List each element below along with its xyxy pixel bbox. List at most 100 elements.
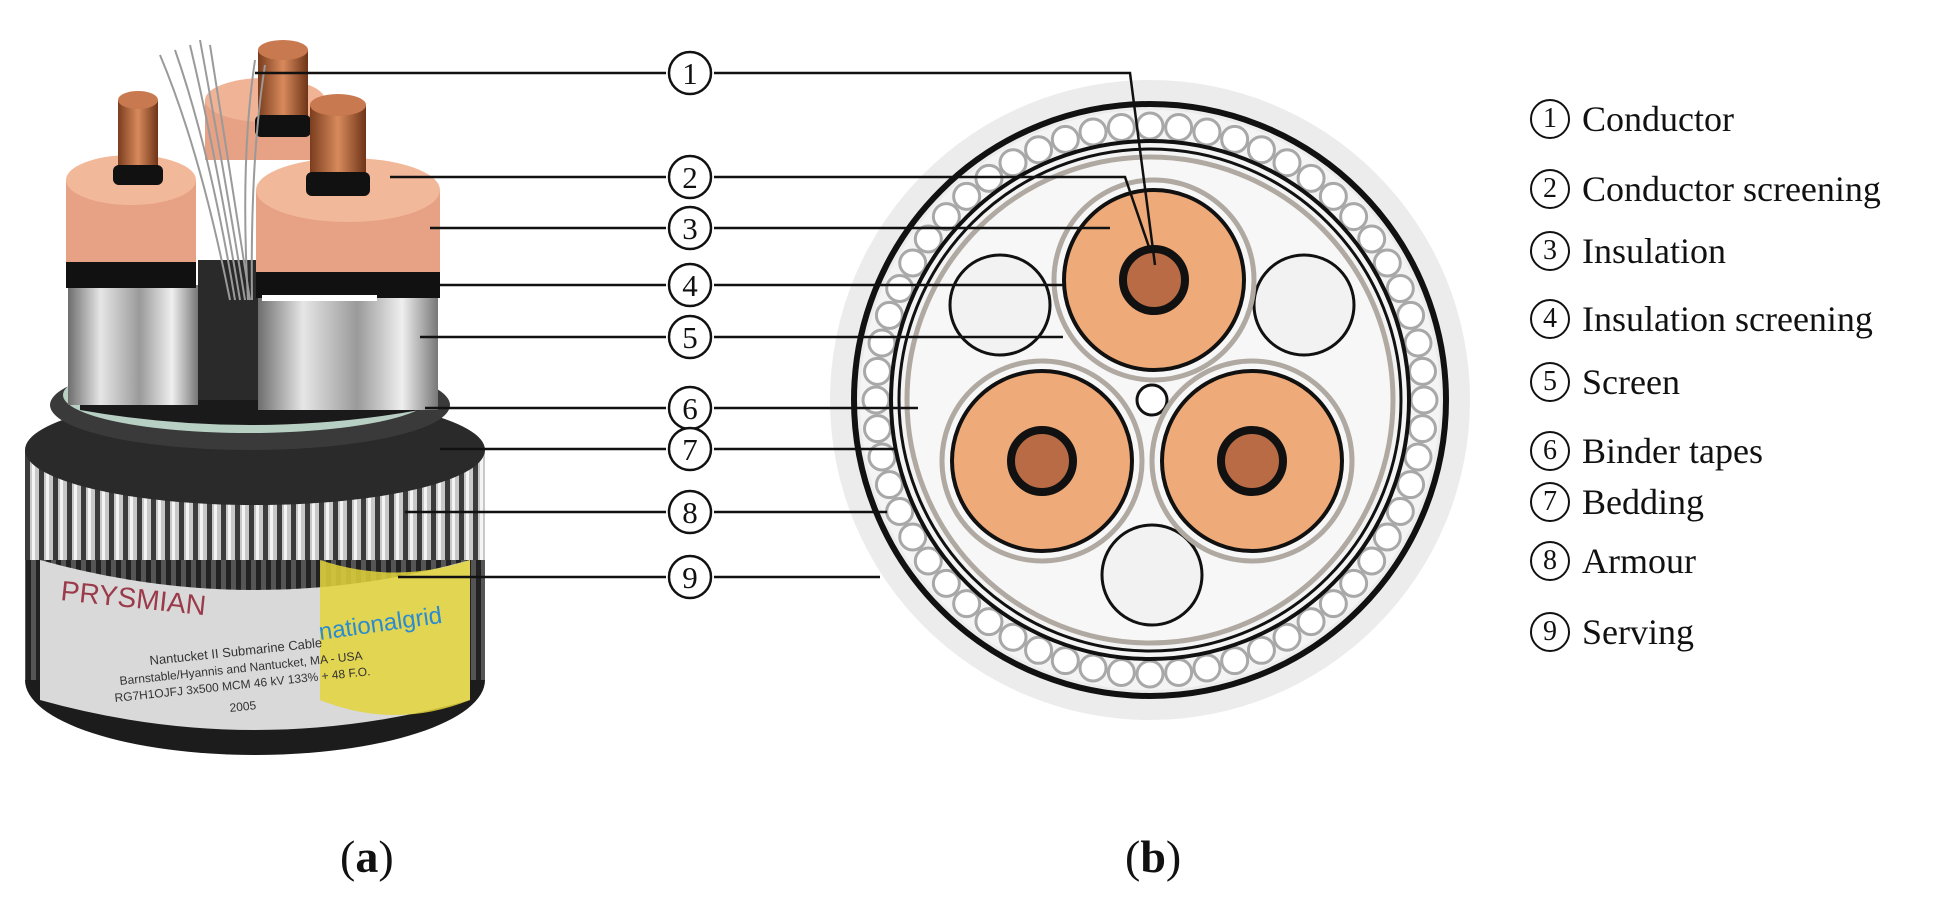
armour-wire xyxy=(1050,646,1080,676)
armour-wire xyxy=(1024,135,1054,165)
armour-wire xyxy=(1106,657,1136,687)
legend-number: 7 xyxy=(1530,482,1570,522)
cable-photo: PRYSMIAN nationalgrid Nantucket II Subma… xyxy=(25,39,485,755)
armour-wire xyxy=(913,224,943,254)
armour-wire xyxy=(974,163,1004,193)
armour-wire xyxy=(1357,224,1387,254)
legend-number: 9 xyxy=(1530,612,1570,652)
armour-wire xyxy=(898,522,928,552)
xsec-armour xyxy=(861,111,1439,689)
callout-marker xyxy=(667,314,713,360)
armour-wire xyxy=(1135,111,1165,141)
armour-wire xyxy=(1078,653,1108,683)
armour-wire xyxy=(974,607,1004,637)
armour-wire xyxy=(1318,589,1348,619)
armour-wire xyxy=(1372,248,1402,278)
armour-wire xyxy=(885,496,915,526)
armour-wire xyxy=(1396,470,1426,500)
legend-label: Screen xyxy=(1582,362,1680,402)
armour-wire xyxy=(1135,659,1165,689)
panel-label-a: (a) xyxy=(340,831,394,882)
armour-wire xyxy=(1318,181,1348,211)
callout-number: 6 xyxy=(682,391,698,426)
armour-wire xyxy=(1192,117,1222,147)
armour-wire xyxy=(1246,635,1276,665)
armour-wire xyxy=(885,274,915,304)
photo-conductor-back-top xyxy=(258,40,308,60)
callout-number: 3 xyxy=(682,211,698,246)
armour-wire xyxy=(1050,124,1080,154)
legend-number: 8 xyxy=(1530,541,1570,581)
xsec-cores xyxy=(939,177,1355,564)
armour-wire xyxy=(874,300,904,330)
legend-number: 4 xyxy=(1530,299,1570,339)
armour-wire xyxy=(1385,496,1415,526)
core-conductor xyxy=(1217,426,1287,496)
photo-conductor-left-screen xyxy=(113,165,163,185)
armour-wire xyxy=(913,546,943,576)
core-screen xyxy=(1149,358,1355,564)
leader-lines xyxy=(255,71,1157,579)
xsec-fibre-tube xyxy=(1135,383,1169,417)
photo-conductor-right-screen xyxy=(306,172,370,196)
photo-screen-left xyxy=(68,285,198,405)
legend-item: 8 Armour xyxy=(1530,540,1696,582)
legend-number: 1 xyxy=(1530,99,1570,139)
legend-label: Insulation xyxy=(1582,231,1726,271)
callout-marker xyxy=(667,489,713,535)
xsec-outer-jacket xyxy=(851,101,1449,699)
photo-ins-screen-left xyxy=(66,260,196,288)
callout-marker xyxy=(667,262,713,308)
callout-number: 7 xyxy=(682,432,698,467)
armour-wire xyxy=(1106,113,1136,143)
photo-conductor-left-top xyxy=(118,91,158,109)
legend-label: Insulation screening xyxy=(1582,299,1873,339)
photo-conductor-right-top xyxy=(310,94,366,116)
armour-wire xyxy=(1339,568,1369,598)
xsec-filler-bottom xyxy=(1100,523,1204,627)
armour-wire xyxy=(1403,328,1433,358)
armour-wire xyxy=(1339,202,1369,232)
armour-wire xyxy=(1272,148,1302,178)
armour-wire xyxy=(1272,622,1302,652)
core-screen xyxy=(939,358,1145,564)
armour-wire xyxy=(998,622,1028,652)
core-conductor xyxy=(1007,426,1077,496)
armour-wire xyxy=(1407,356,1437,386)
armour-wire xyxy=(952,181,982,211)
photo-yellow-stripe xyxy=(320,560,470,715)
legend-number: 3 xyxy=(1530,231,1570,271)
armour-wire xyxy=(1220,646,1250,676)
callout-number: 2 xyxy=(682,160,698,195)
armour-wire xyxy=(1372,522,1402,552)
legend-item: 3 Insulation xyxy=(1530,230,1726,272)
legend-label: Conductor screening xyxy=(1582,169,1881,209)
legend-label: Armour xyxy=(1582,541,1696,581)
photo-optical-fibres xyxy=(159,39,266,301)
armour-wire xyxy=(1024,635,1054,665)
callout-marker xyxy=(667,50,713,96)
xsec-filler-left xyxy=(948,253,1052,357)
photo-label-line4: 2005 xyxy=(229,698,257,715)
core-screen xyxy=(1051,177,1257,383)
callout-marker xyxy=(667,554,713,600)
armour-wire xyxy=(898,248,928,278)
photo-fibre-core xyxy=(198,260,258,400)
armour-wire xyxy=(1396,300,1426,330)
leader-line-right xyxy=(714,175,1152,251)
armour-wire xyxy=(863,356,893,386)
armour-wire xyxy=(1357,546,1387,576)
armour-wire xyxy=(1078,117,1108,147)
armour-wire xyxy=(952,589,982,619)
photo-white-mark xyxy=(262,295,377,301)
callout-number: 8 xyxy=(682,495,698,530)
armour-wire xyxy=(1164,113,1194,143)
callout-number: 4 xyxy=(682,268,698,303)
